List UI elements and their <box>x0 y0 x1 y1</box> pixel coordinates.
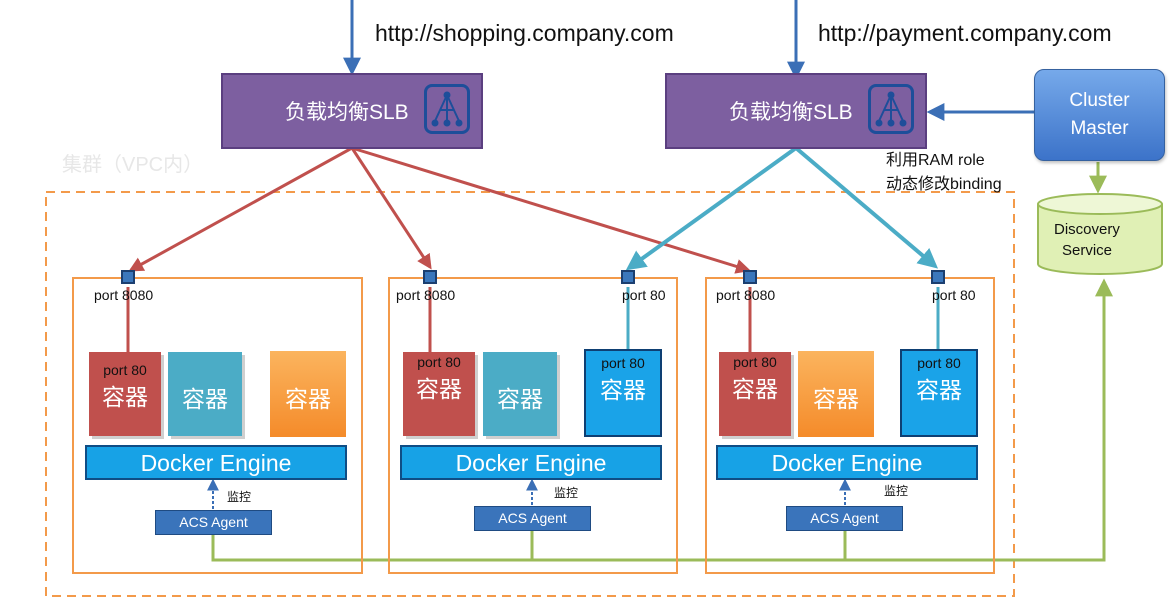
load-balancer-icon <box>424 84 470 134</box>
container-label: 容器 <box>732 376 778 402</box>
payment-route-host2 <box>625 146 798 271</box>
container-red: port 80 容器 <box>403 352 475 436</box>
acs-agent: ACS Agent <box>155 510 272 535</box>
ram-note-line1: 利用RAM role <box>886 152 985 169</box>
container-label: 容器 <box>102 384 148 410</box>
host-3 <box>705 277 995 574</box>
vpc-boundary <box>45 191 1015 597</box>
docker-engine: Docker Engine <box>400 445 662 480</box>
container-port: port 80 <box>103 362 147 378</box>
discovery-service: Discovery Service <box>1054 219 1120 261</box>
host3-port-left: port 8080 <box>716 287 776 303</box>
cluster-master-line1: Cluster <box>1069 90 1130 111</box>
docker-engine: Docker Engine <box>85 445 347 480</box>
host-2 <box>388 277 678 574</box>
discovery-line2: Service <box>1062 242 1113 259</box>
container-port: port 80 <box>601 355 645 371</box>
monitor-label: 监控 <box>554 486 579 500</box>
shopping-route-host3 <box>351 146 751 274</box>
container-label: 容器 <box>497 386 543 412</box>
payment-url: http://payment.company.com <box>818 20 1112 46</box>
discovery-line1: Discovery <box>1054 221 1120 238</box>
container-blue: port 80 容器 <box>900 349 978 437</box>
container-teal: 容器 <box>168 352 242 436</box>
slb-payment-label: 负载均衡SLB <box>729 101 853 124</box>
port-node <box>621 270 635 284</box>
container-label: 容器 <box>813 386 859 412</box>
ram-role-note: 利用RAM role 动态修改binding <box>886 149 1002 197</box>
container-label: 容器 <box>916 377 962 403</box>
container-label: 容器 <box>600 377 646 403</box>
container-port: port 80 <box>417 354 461 370</box>
port-node <box>423 270 437 284</box>
load-balancer-icon <box>868 84 914 134</box>
port-node <box>743 270 757 284</box>
shopping-route-host1 <box>128 146 353 272</box>
container-teal: 容器 <box>483 352 557 436</box>
cluster-master-line2: Master <box>1070 118 1129 139</box>
monitor-label: 监控 <box>227 490 252 504</box>
docker-engine: Docker Engine <box>716 445 978 480</box>
host3-port-right: port 80 <box>932 287 976 303</box>
container-port: port 80 <box>917 355 961 371</box>
host1-port-left: port 8080 <box>94 287 154 303</box>
agent-to-discovery-line <box>211 278 1113 562</box>
host2-port-left: port 8080 <box>396 287 456 303</box>
shopping-route-host2 <box>350 147 432 270</box>
container-label: 容器 <box>416 376 462 402</box>
payment-route-host3 <box>794 146 939 269</box>
container-red: port 80 容器 <box>89 352 161 436</box>
container-label: 容器 <box>285 386 331 412</box>
container-label: 容器 <box>182 386 228 412</box>
port-node <box>121 270 135 284</box>
ram-note-line2: 动态修改binding <box>886 176 1002 193</box>
host-1 <box>72 277 363 574</box>
port-node <box>931 270 945 284</box>
monitor-label: 监控 <box>884 484 909 498</box>
cluster-master: Cluster Master <box>1034 69 1165 161</box>
discovery-cylinder <box>1037 193 1163 275</box>
vpc-label: 集群（VPC内） <box>62 154 204 176</box>
slb-shopping-label: 负载均衡SLB <box>285 101 409 124</box>
container-orange: 容器 <box>798 351 874 437</box>
acs-agent: ACS Agent <box>474 506 591 531</box>
container-red: port 80 容器 <box>719 352 791 436</box>
container-orange: 容器 <box>270 351 346 437</box>
acs-agent: ACS Agent <box>786 506 903 531</box>
container-port: port 80 <box>733 354 777 370</box>
container-blue: port 80 容器 <box>584 349 662 437</box>
host2-port-right: port 80 <box>622 287 666 303</box>
shopping-url: http://shopping.company.com <box>375 20 674 46</box>
